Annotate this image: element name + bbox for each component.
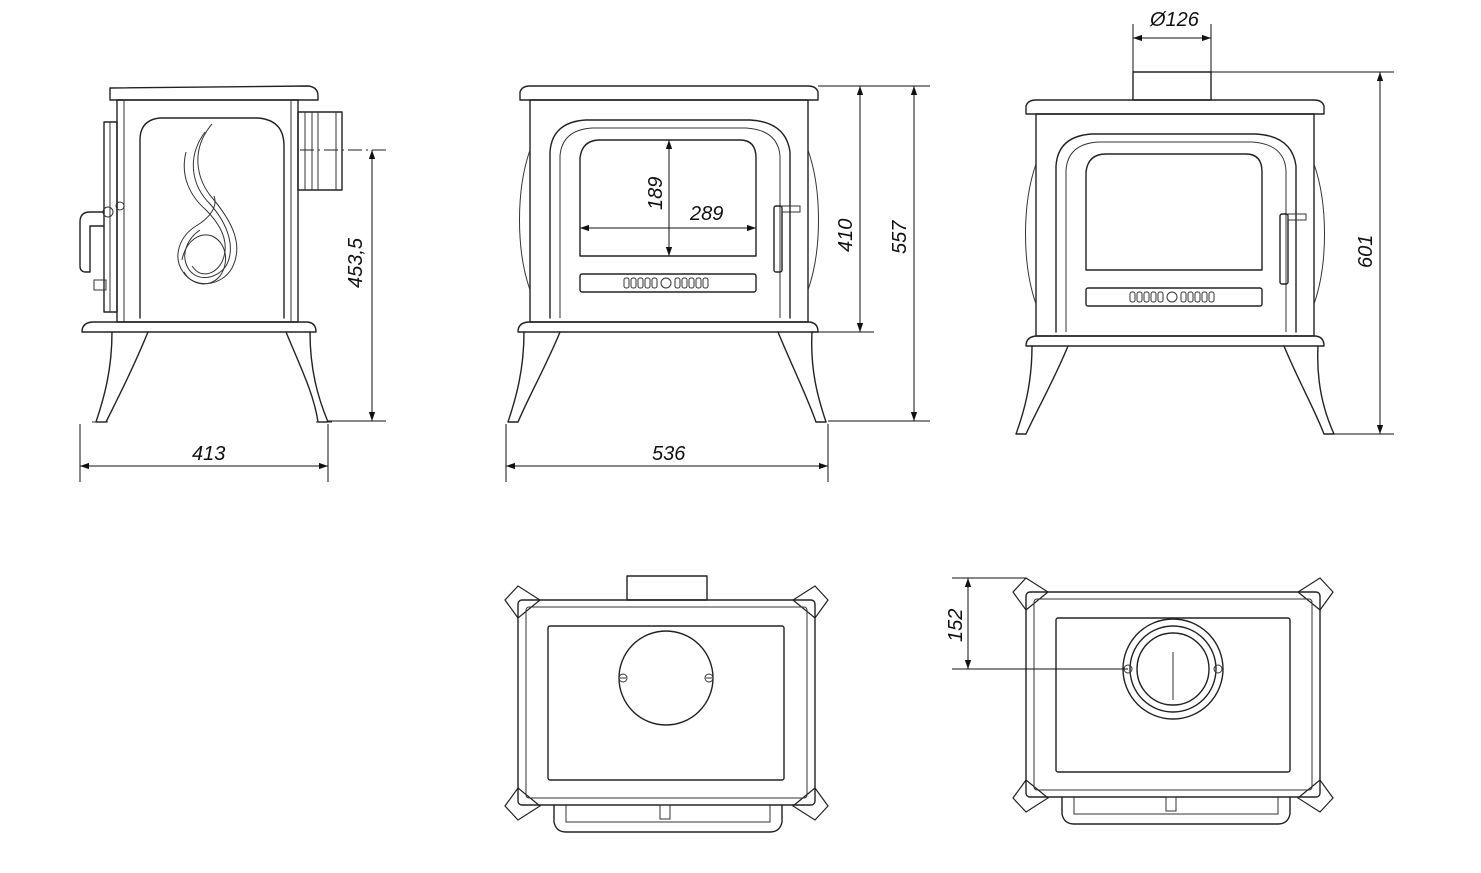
rear-door-handle-icon: [1279, 213, 1307, 285]
dimension-label-side-flue-height: 453,5: [345, 237, 367, 288]
door-handle-icon: [773, 205, 801, 273]
dimension-label-rear-total-height: 601: [1355, 235, 1377, 268]
top-view-dimensions: 152: [945, 577, 1128, 670]
dimension-label-flue-diameter: Ø126: [1149, 9, 1200, 31]
dimension-label-glass-width: 289: [689, 203, 723, 225]
rear-flue-view-dimensions: Ø126 601: [1132, 9, 1394, 435]
dimension-label-top-flue-offset: 152: [945, 609, 967, 642]
dimension-label-front-width: 536: [652, 443, 686, 465]
air-vent-slots-icon: [623, 277, 709, 289]
front-view-dimensions: 189 289 410 557 536: [505, 85, 930, 482]
front-view: [507, 85, 827, 423]
rear-flue-view: [1015, 71, 1335, 435]
cover-screw-icon: [618, 673, 714, 683]
top-view-top-flue: [1012, 577, 1334, 825]
flue-collar-icon: [1122, 618, 1224, 720]
flame-decoration-icon: [177, 123, 238, 285]
rear-air-vent-slots-icon: [1129, 291, 1215, 303]
dimension-label-side-width: 413: [192, 443, 225, 465]
side-view-dimensions: 453,5 413: [79, 149, 386, 482]
side-view: [79, 85, 343, 423]
dimension-label-glass-height: 189: [645, 177, 667, 210]
dimension-label-total-height: 557: [889, 220, 911, 254]
top-view-rear-flue: [504, 575, 829, 833]
dimension-label-leg-height: 410: [835, 219, 857, 252]
